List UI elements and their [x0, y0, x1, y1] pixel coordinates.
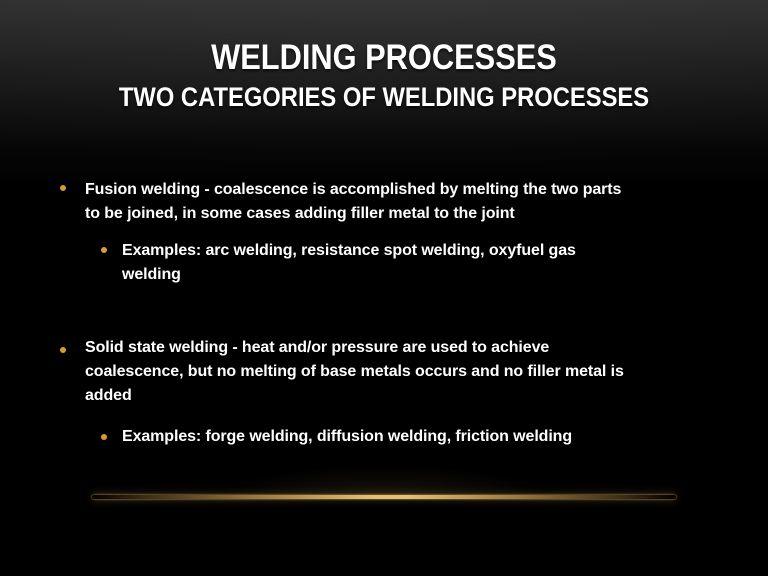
bullet-text-line: Fusion welding - coalescence is accompli… — [85, 181, 622, 198]
bullet-item-fusion-examples: Examples: arc welding, resistance spot w… — [122, 239, 742, 287]
bullet-text-line: welding — [122, 266, 181, 283]
bullet-icon — [60, 185, 66, 191]
bullet-item-solid-state-examples: Examples: forge welding, diffusion weldi… — [122, 425, 742, 449]
page-title: WELDING PROCESSES — [211, 38, 557, 77]
bullet-text-line: added — [85, 387, 132, 404]
bullet-item-fusion-welding: Fusion welding - coalescence is accompli… — [85, 178, 745, 226]
bullet-icon — [60, 347, 66, 353]
bullet-text-line: Solid state welding - heat and/or pressu… — [85, 339, 550, 356]
bullet-text-line: to be joined, in some cases adding fille… — [85, 205, 515, 222]
bullet-icon — [101, 434, 107, 440]
bullet-item-solid-state-welding: Solid state welding - heat and/or pressu… — [85, 336, 745, 408]
bullet-text-line: coalescence, but no melting of base meta… — [85, 363, 624, 380]
bullet-text-line: Examples: forge welding, diffusion weldi… — [122, 428, 573, 445]
divider-glow-line — [92, 495, 676, 499]
bullet-text-line: Examples: arc welding, resistance spot w… — [122, 242, 576, 259]
page-subtitle: TWO CATEGORIES OF WELDING PROCESSES — [118, 82, 650, 112]
bullet-icon — [101, 247, 107, 253]
